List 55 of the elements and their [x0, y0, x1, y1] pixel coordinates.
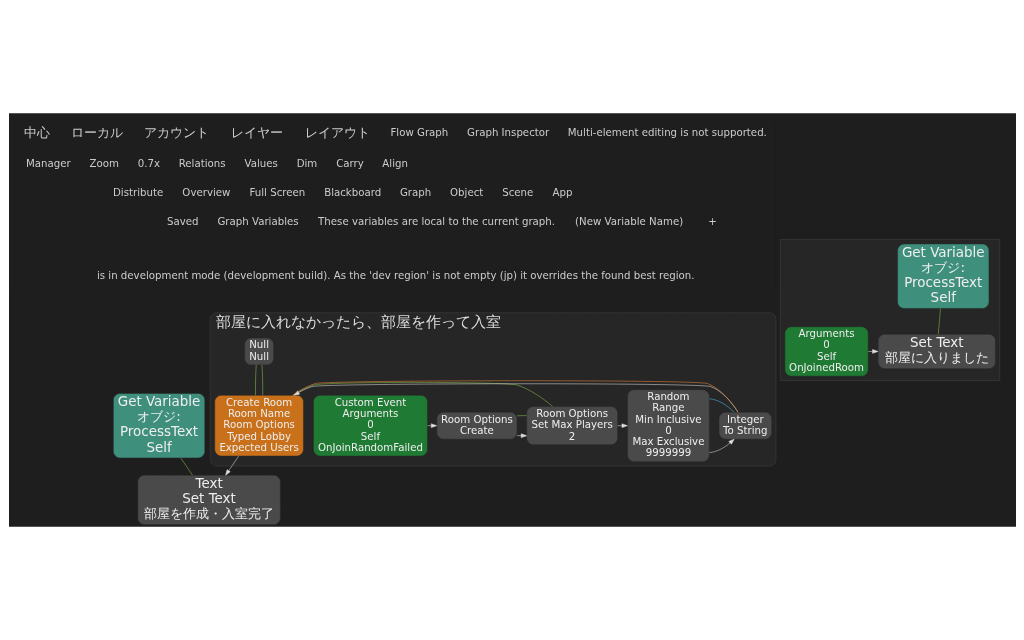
connector: [516, 415, 527, 417]
label: +: [707, 216, 717, 228]
arrow: [867, 349, 878, 354]
label: Saved: [166, 216, 198, 228]
label: Values: [244, 158, 278, 170]
label: アカウント: [143, 124, 209, 140]
label: Zoom: [88, 158, 119, 170]
node-box: Custom Event Arguments 0 Self OnJoinRandomFailed: [312, 395, 428, 457]
node-box: Get Variable オブジ: ProcessText Self: [112, 393, 205, 459]
node-box: Random Range Min Inclusive 0 Max Exclusive 9999999: [626, 389, 710, 462]
arrow: [224, 455, 239, 476]
connector: [292, 382, 553, 407]
node-box: Null Null: [243, 337, 274, 366]
connector: [261, 364, 263, 396]
cluster: [779, 239, 1000, 381]
label: ローカル: [70, 124, 123, 140]
label: レイアウト: [304, 124, 370, 140]
node-box: Create Room Room Name Room Options Typed Lobby Expected Users: [213, 395, 304, 457]
label: Carry: [335, 158, 364, 170]
connector: [180, 457, 193, 476]
label: Object: [449, 187, 483, 199]
label: Multi-element editing is not supported.: [567, 127, 767, 139]
label: Dim: [296, 158, 317, 170]
label: Graph Inspector: [466, 127, 549, 139]
connector: [254, 364, 257, 396]
label: Scene: [501, 187, 533, 199]
label: These variables are local to the current graph.: [317, 216, 555, 228]
label: Graph: [399, 187, 431, 199]
arrow: [516, 433, 527, 438]
node-box: Room Options Set Max Players 2: [525, 406, 618, 446]
label: Align: [381, 158, 408, 170]
node-box: Room Options Create: [436, 411, 517, 440]
arrow: [708, 438, 734, 453]
connector: [937, 308, 941, 335]
label: Distribute: [112, 187, 163, 199]
label: is in development mode (development build). As the 'dev region' is not empty (jp) it overrides the found best region.: [96, 269, 695, 281]
label: Graph Variables: [216, 216, 299, 228]
node-box: Arguments 0 Self OnJoinedRoom: [784, 326, 868, 377]
label: (New Variable Name): [574, 216, 683, 228]
node-box: Integer To String: [718, 411, 772, 440]
label: App: [551, 187, 572, 199]
label: Blackboard: [323, 187, 381, 199]
node-box: Text Set Text 部屋を作成・入室完了: [137, 474, 281, 525]
label: Overview: [181, 187, 230, 199]
label: Flow Graph: [389, 127, 448, 139]
label: 0.7x: [137, 158, 160, 170]
label: Relations: [178, 158, 226, 170]
arrow: [426, 423, 437, 428]
arrow: [616, 423, 628, 428]
label: レイヤー: [230, 124, 283, 140]
label: 中心: [24, 124, 51, 140]
node-box: Set Text 部屋に入りました: [877, 334, 996, 369]
node-box: Get Variable オブジ: ProcessText Self: [896, 243, 989, 309]
label: Manager: [25, 158, 71, 170]
label: Full Screen: [249, 187, 305, 199]
